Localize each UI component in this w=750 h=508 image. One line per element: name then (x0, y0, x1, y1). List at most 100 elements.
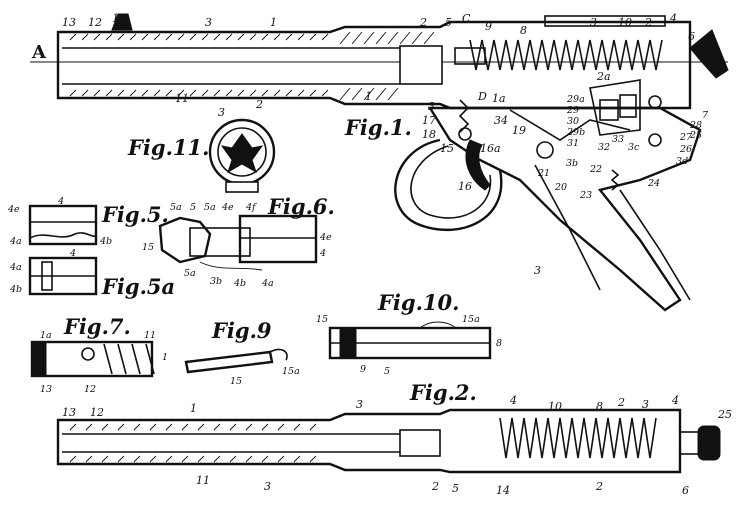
section-letter-a: A (31, 42, 47, 63)
fig6-ref-5a3: 5a (184, 268, 196, 279)
fig5-ref-4: 4 (57, 196, 64, 207)
ref-28: 28 (689, 120, 702, 131)
fig10-ref-15: 15 (316, 314, 328, 325)
ref-d: D (477, 90, 487, 103)
barrel-outline (56, 20, 692, 110)
pin-lower (648, 133, 662, 147)
fig11-inner-ring (217, 127, 267, 177)
fig5-wave (29, 232, 97, 239)
fig2-ref-5: 5 (452, 482, 459, 495)
fig9-ref-15a: 15a (282, 366, 300, 377)
ref-17: 17 (422, 114, 436, 127)
recoil-spring (469, 39, 663, 71)
fig1-label: Fig.1. (344, 115, 412, 140)
ref-2b: 2 (644, 16, 652, 29)
fig2-ref-2c: 2 (431, 480, 439, 493)
fig7-pin (81, 347, 95, 361)
ref-31: 31 (567, 138, 579, 149)
fig2-ref-10: 10 (548, 400, 562, 413)
ref-3d: 3d (676, 156, 688, 167)
ref-23: 23 (579, 190, 592, 201)
fig6-ref-4e2: 4e (319, 232, 332, 243)
frame-outline (427, 106, 702, 312)
fig2-ref-2: 2 (617, 396, 625, 409)
grip-front (534, 164, 601, 291)
fig11-label: Fig.11. (127, 135, 209, 160)
mainspring (610, 169, 620, 191)
fig10-block (339, 327, 357, 359)
ref-c: C (462, 12, 471, 25)
fig2-chamber (399, 429, 441, 457)
trigger-spring (458, 99, 470, 133)
ref-10: 10 (618, 16, 632, 29)
fig6-ref-4a: 4a (261, 278, 274, 289)
fig5-ref-4a: 4a (9, 236, 22, 247)
fig10-label: Fig.10. (377, 290, 459, 315)
ref-26: 26 (679, 144, 692, 155)
fig7-ref-1: 1 (162, 352, 168, 363)
fig2-drawing: Fig.2. 13 12 1 3 4 10 8 2 3 4 25 11 3 2 … (56, 380, 732, 497)
fig2-ref-1: 1 (190, 402, 197, 415)
pin-upper (648, 95, 662, 109)
ref-3b2: 3b (566, 158, 578, 169)
fig6-curve (199, 261, 263, 271)
fig5a-ref-4: 4 (69, 248, 76, 259)
fig2-knob (697, 425, 721, 461)
ref-21: 21 (537, 168, 550, 179)
sear-bar (509, 109, 631, 141)
fig5-ref-4e: 4e (7, 204, 20, 215)
front-sight (111, 13, 133, 31)
disconnector (619, 94, 637, 118)
fig2-ref-6: 6 (682, 484, 689, 497)
fig6-ref-5a2: 5a (204, 202, 216, 213)
barrel-hatching (69, 31, 435, 101)
fig1-numbers: 13 12 1a 3 1 2 5 C 9 8 3 10 2 4 6 11 1 2… (62, 12, 709, 277)
ref-6: 6 (688, 30, 695, 43)
fig2-ref-3: 3 (356, 398, 363, 411)
fig2-ref-11: 11 (196, 474, 210, 487)
fig9-label: Fig.9 (211, 318, 272, 343)
ref-3: 3 (205, 16, 212, 29)
fig7-coil (103, 343, 155, 375)
ref-20: 20 (554, 182, 567, 193)
fig7-drawing: Fig.7. 1a 11 1 13 12 (30, 314, 168, 395)
fig2-ref-3c: 3 (264, 480, 271, 493)
trigger-guard-inner (410, 145, 492, 219)
fig2-hatching (69, 423, 317, 463)
hammer-spur (689, 29, 729, 79)
fig9-drawing: Fig.9 15 15a (184, 318, 300, 387)
fig11-ref-3: 3 (218, 106, 225, 119)
fig2-stem (679, 431, 701, 455)
fig7-ref-13: 13 (40, 384, 52, 395)
fig2-ref-12: 12 (90, 406, 104, 419)
ref-13: 13 (62, 16, 76, 29)
ref-11: 11 (175, 92, 189, 105)
fig6-ref-3b: 3b (210, 276, 222, 287)
ref-2: 2 (419, 16, 427, 29)
fig11-ref-2: 2 (255, 98, 263, 111)
ref-4: 4 (669, 12, 677, 25)
fig11-ref-2c: 2c (235, 146, 249, 159)
fig2-ref-2d: 2 (595, 480, 603, 493)
pin-17 (458, 127, 472, 141)
ref-3c: 3 (428, 100, 435, 113)
fig2-ref-13: 13 (62, 406, 76, 419)
fig2-barrel (56, 408, 682, 474)
fig5-label: Fig.5. (101, 202, 169, 227)
fig5a-ref-4b: 4b (9, 284, 22, 295)
lock-plate (599, 99, 619, 121)
fig10-curve (419, 321, 457, 329)
ref-32: 32 (598, 142, 610, 153)
ref-29b: 29b (566, 127, 585, 138)
ref-34: 34 (494, 114, 508, 127)
ref-27: 27 (679, 132, 693, 143)
ref-2a: 2a (596, 70, 611, 83)
ref-1a: 1a (112, 12, 126, 25)
ref-15: 15 (440, 142, 454, 155)
ref-9: 9 (485, 20, 492, 33)
fig7-label: Fig.7. (63, 314, 131, 339)
fig9-bar (184, 350, 274, 374)
ref-12: 12 (88, 16, 102, 29)
fig9-hook (269, 348, 288, 361)
